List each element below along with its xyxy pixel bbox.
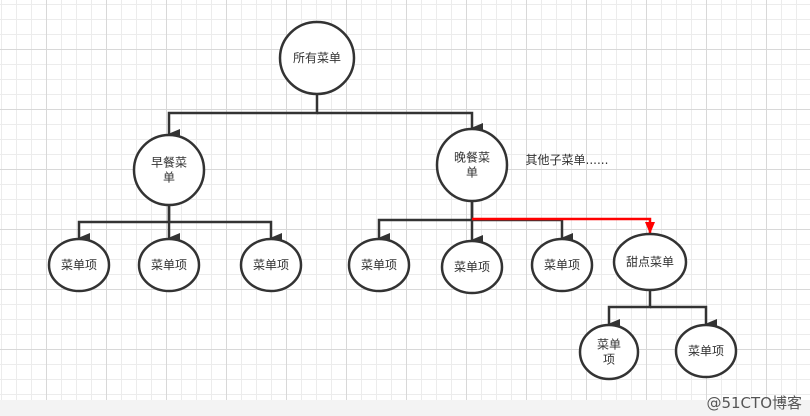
node-d1[interactable]: 菜单项 bbox=[347, 237, 411, 293]
edge-dessert-item2 bbox=[650, 305, 717, 329]
node-label: 所有菜单 bbox=[293, 51, 341, 65]
node-root[interactable]: 所有菜单 bbox=[278, 20, 356, 96]
node-label: 菜单项 bbox=[454, 260, 490, 274]
node-label: 菜单项 bbox=[253, 258, 289, 272]
node-label: 菜单项 bbox=[544, 258, 580, 272]
node-b3[interactable]: 菜单项 bbox=[239, 237, 303, 293]
bottom-strip bbox=[0, 400, 810, 416]
node-label: 菜单项 bbox=[361, 258, 397, 272]
node-shape bbox=[132, 133, 206, 207]
node-shape bbox=[578, 323, 640, 381]
node-label: 单 bbox=[163, 171, 175, 185]
edge-dinner-item1 bbox=[377, 201, 474, 243]
node-label: 晚餐菜 bbox=[454, 150, 490, 165]
menu-tree-diagram: 所有菜单早餐菜单晚餐菜单菜单项菜单项菜单项菜单项菜单项菜单项甜点菜单菜单项菜单项… bbox=[47, 20, 738, 381]
node-label: 菜单项 bbox=[151, 258, 187, 272]
node-label: 菜单项 bbox=[688, 344, 724, 358]
edge-breakfast-item3 bbox=[169, 220, 282, 243]
node-shape bbox=[435, 127, 509, 203]
node-s1[interactable]: 菜单项 bbox=[578, 323, 640, 381]
node-label: 单 bbox=[466, 166, 478, 180]
node-shape bbox=[530, 237, 594, 293]
node-shape bbox=[137, 237, 201, 293]
node-b1[interactable]: 菜单项 bbox=[47, 237, 111, 293]
edge-root-dinner bbox=[317, 111, 483, 133]
other-submenus-note: 其他子菜单...... bbox=[526, 153, 609, 167]
node-label: 项 bbox=[603, 353, 615, 367]
node-label: 菜单项 bbox=[61, 258, 97, 272]
node-dessert[interactable]: 甜点菜单 bbox=[612, 232, 688, 292]
node-label: 甜点菜单 bbox=[626, 255, 674, 269]
edge-dessert-item1 bbox=[607, 290, 652, 329]
node-shape bbox=[239, 237, 303, 293]
edge-breakfast-item1 bbox=[77, 205, 171, 243]
node-shape bbox=[347, 237, 411, 293]
node-shape bbox=[278, 20, 356, 96]
node-label: 菜单 bbox=[597, 338, 621, 352]
node-d2[interactable]: 菜单项 bbox=[440, 239, 504, 295]
edge-dinner-item3 bbox=[472, 218, 573, 243]
node-shape bbox=[612, 232, 688, 292]
node-shape bbox=[674, 323, 738, 379]
edge-dinner-dessert bbox=[472, 217, 655, 234]
node-b2[interactable]: 菜单项 bbox=[137, 237, 201, 293]
node-s2[interactable]: 菜单项 bbox=[674, 323, 738, 379]
node-d3[interactable]: 菜单项 bbox=[530, 237, 594, 293]
watermark: @51CTO博客 bbox=[706, 394, 802, 412]
edge-root-breakfast bbox=[167, 94, 319, 139]
grid-canvas bbox=[0, 0, 810, 400]
node-shape bbox=[440, 239, 504, 295]
node-shape bbox=[47, 237, 111, 293]
node-label: 早餐菜 bbox=[151, 155, 187, 170]
